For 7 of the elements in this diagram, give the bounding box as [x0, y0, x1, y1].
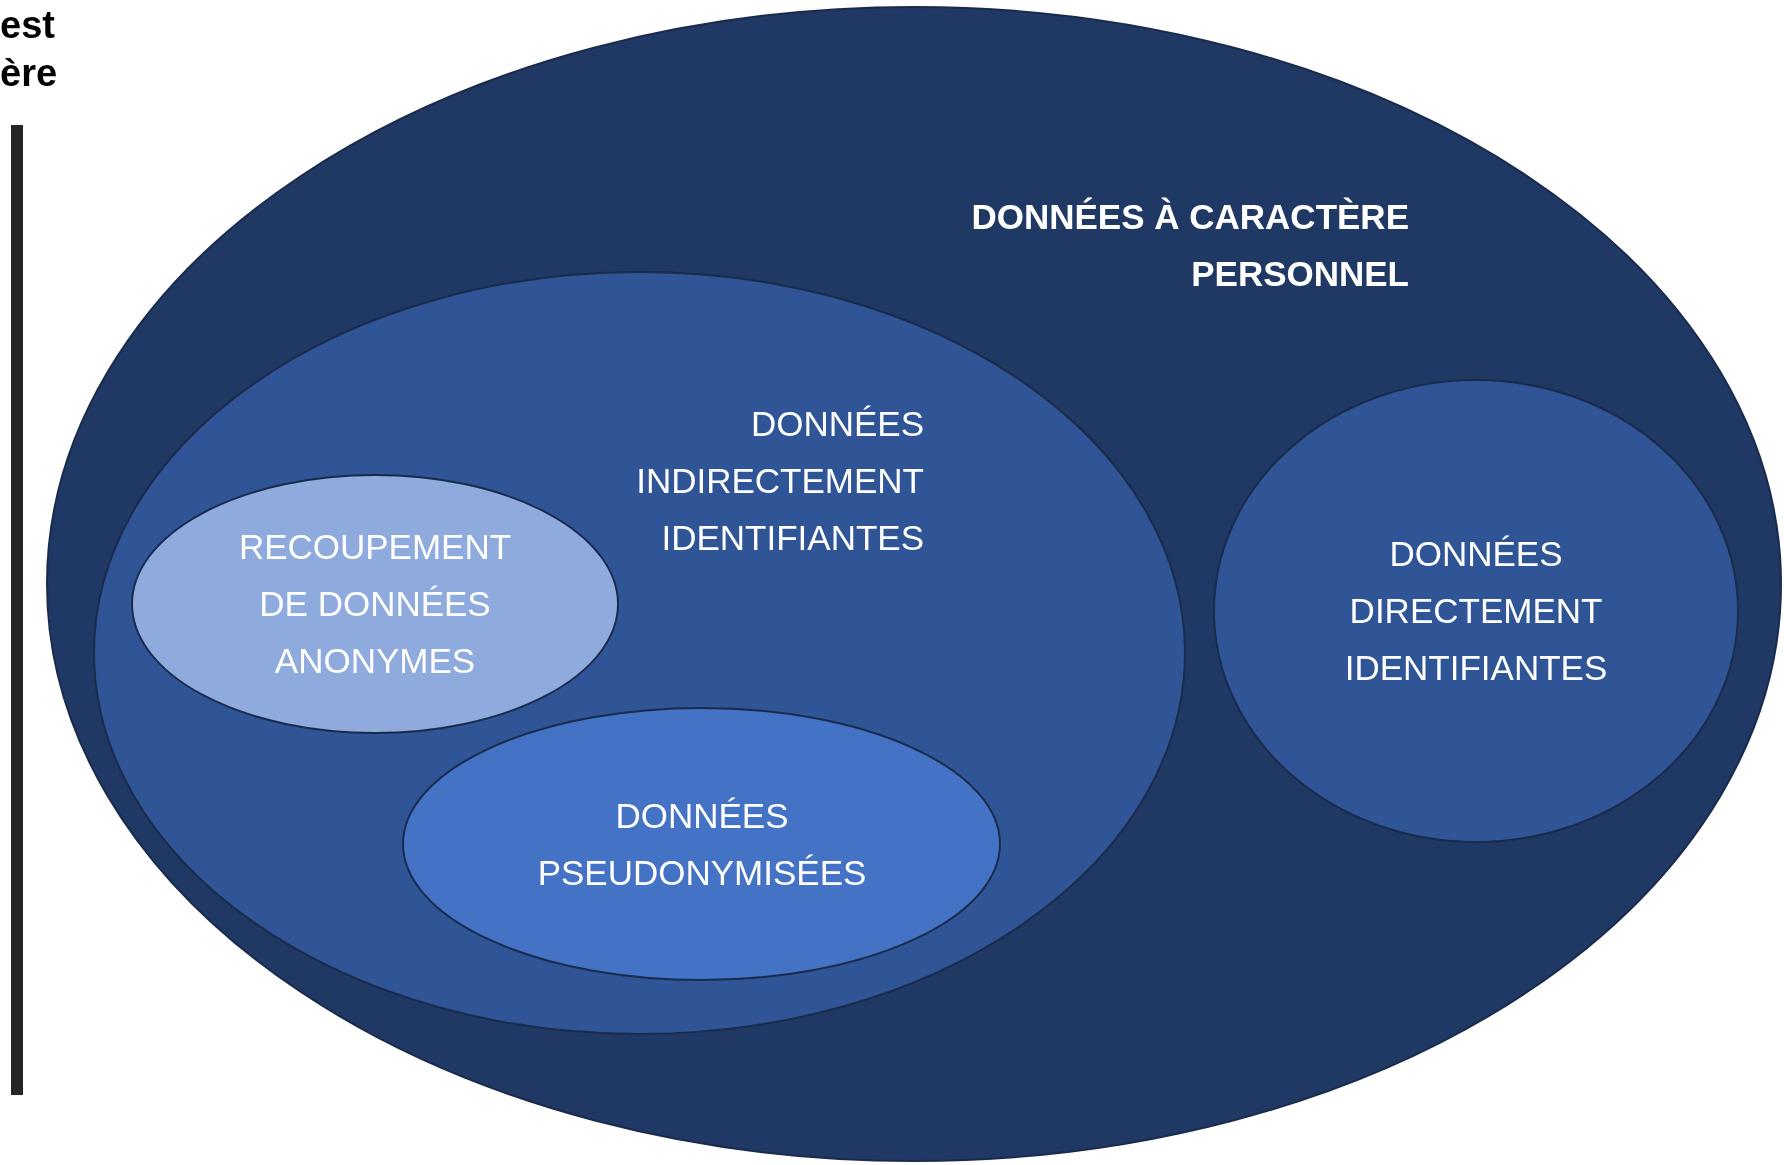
- cut-off-text: est: [0, 3, 55, 48]
- ellipse-label: DONNÉES INDIRECTEMENT IDENTIFIANTES: [635, 403, 924, 559]
- ellipse-title: DONNÉES À CARACTÈRE PERSONNEL: [970, 196, 1409, 295]
- cut-off-text: ère: [0, 51, 58, 96]
- ellipse-label: DONNÉES PSEUDONYMISÉES: [536, 795, 868, 894]
- ellipse-label: DONNÉES DIRECTEMENT IDENTIFIANTES: [1343, 533, 1609, 689]
- ellipse-label: RECOUPEMENT DE DONNÉES ANONYMES: [237, 526, 513, 682]
